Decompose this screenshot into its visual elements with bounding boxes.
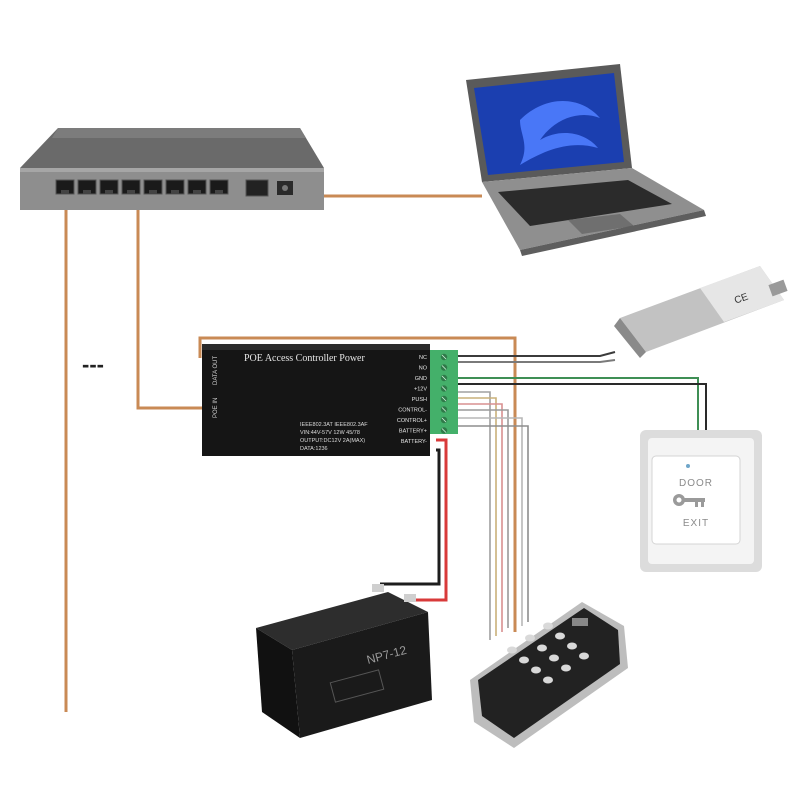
ethernet-cable-poe-in: [136, 192, 208, 410]
terminal-screws: [440, 353, 448, 434]
key-icon: [673, 494, 705, 507]
keypad-key: [579, 652, 589, 660]
terminal-label: CONTROL+: [397, 418, 427, 424]
battery-red-wire: [414, 438, 448, 602]
spec-line-4: DATA:1236: [300, 446, 328, 452]
access-keypad: [470, 602, 628, 748]
port-data-out-label: DATA OUT: [213, 356, 219, 385]
keypad-wire-5: [458, 417, 523, 626]
network-switch: [20, 128, 324, 210]
keypad-key: [519, 656, 529, 664]
terminal-label: GND: [415, 376, 427, 382]
terminal-labels: NC NO GND +12V PUSH CONTROL- CONTROL+ BATTERY+ B…: [397, 355, 428, 445]
lock-wire-1: [458, 351, 616, 357]
battery-terminal-positive: [404, 594, 416, 602]
terminal-label: NO: [419, 366, 428, 372]
exit-wire-green: [458, 377, 699, 432]
laptop-keyboard: [498, 180, 672, 226]
keypad-key: [531, 666, 541, 674]
terminal-label: BATTERY-: [401, 439, 427, 445]
terminal-label: BATTERY+: [399, 429, 427, 435]
keypad-wire-2: [458, 397, 497, 636]
windows-logo-icon: [520, 100, 600, 165]
terminal-label: NC: [419, 355, 427, 361]
keypad-wire-4: [458, 409, 509, 628]
more-cables-ellipsis: ---: [82, 352, 104, 377]
laptop: [466, 64, 706, 256]
port-poe-in-label: POE IN: [213, 398, 219, 418]
terminal-label: CONTROL-: [398, 408, 427, 414]
keypad-key: [537, 644, 547, 652]
battery: NP7-12: [256, 584, 432, 738]
controller-title: POE Access Controller Power: [244, 353, 365, 364]
keypad-wire-6: [458, 425, 529, 622]
card-reader-icon: [572, 618, 588, 626]
keypad-wire-3: [458, 403, 503, 632]
switch-ports: [55, 179, 229, 195]
keypad-key: [561, 664, 571, 672]
exit-button: DOOR EXIT: [640, 430, 762, 572]
keypad-key: [543, 622, 553, 630]
lock-wire-2: [458, 359, 616, 363]
battery-black-wire: [380, 448, 441, 586]
battery-terminal-negative: [372, 584, 384, 592]
keypad-wire-1: [458, 391, 491, 640]
exit-button-exit-text: EXIT: [683, 518, 709, 529]
keypad-key: [549, 654, 559, 662]
ethernet-cable-data-out: [198, 336, 517, 632]
spec-line-2: VIN:44V-57V 12W 45/78: [300, 430, 360, 436]
keypad-keys: [507, 618, 589, 684]
exit-button-door-text: DOOR: [679, 478, 713, 489]
laptop-touchpad: [568, 214, 634, 234]
exit-wire-black: [458, 383, 707, 432]
keypad-key: [543, 676, 553, 684]
lock-ce-mark: CE: [733, 291, 750, 306]
spec-line-1: IEEE802.3AT IEEE802.3AF: [300, 422, 368, 428]
spec-line-3: OUTPUT:DC12V 2A(MAX): [300, 438, 365, 444]
electric-lock: CE: [614, 266, 788, 358]
keypad-key: [507, 646, 517, 654]
keypad-key: [555, 632, 565, 640]
terminal-label: +12V: [414, 387, 427, 393]
terminal-label: PUSH: [412, 397, 427, 403]
keypad-key: [525, 634, 535, 642]
uplink-port-icon: [245, 179, 269, 197]
poe-controller: POE Access Controller Power DATA OUT POE…: [202, 344, 458, 456]
keypad-key: [567, 642, 577, 650]
cables: [64, 192, 707, 712]
